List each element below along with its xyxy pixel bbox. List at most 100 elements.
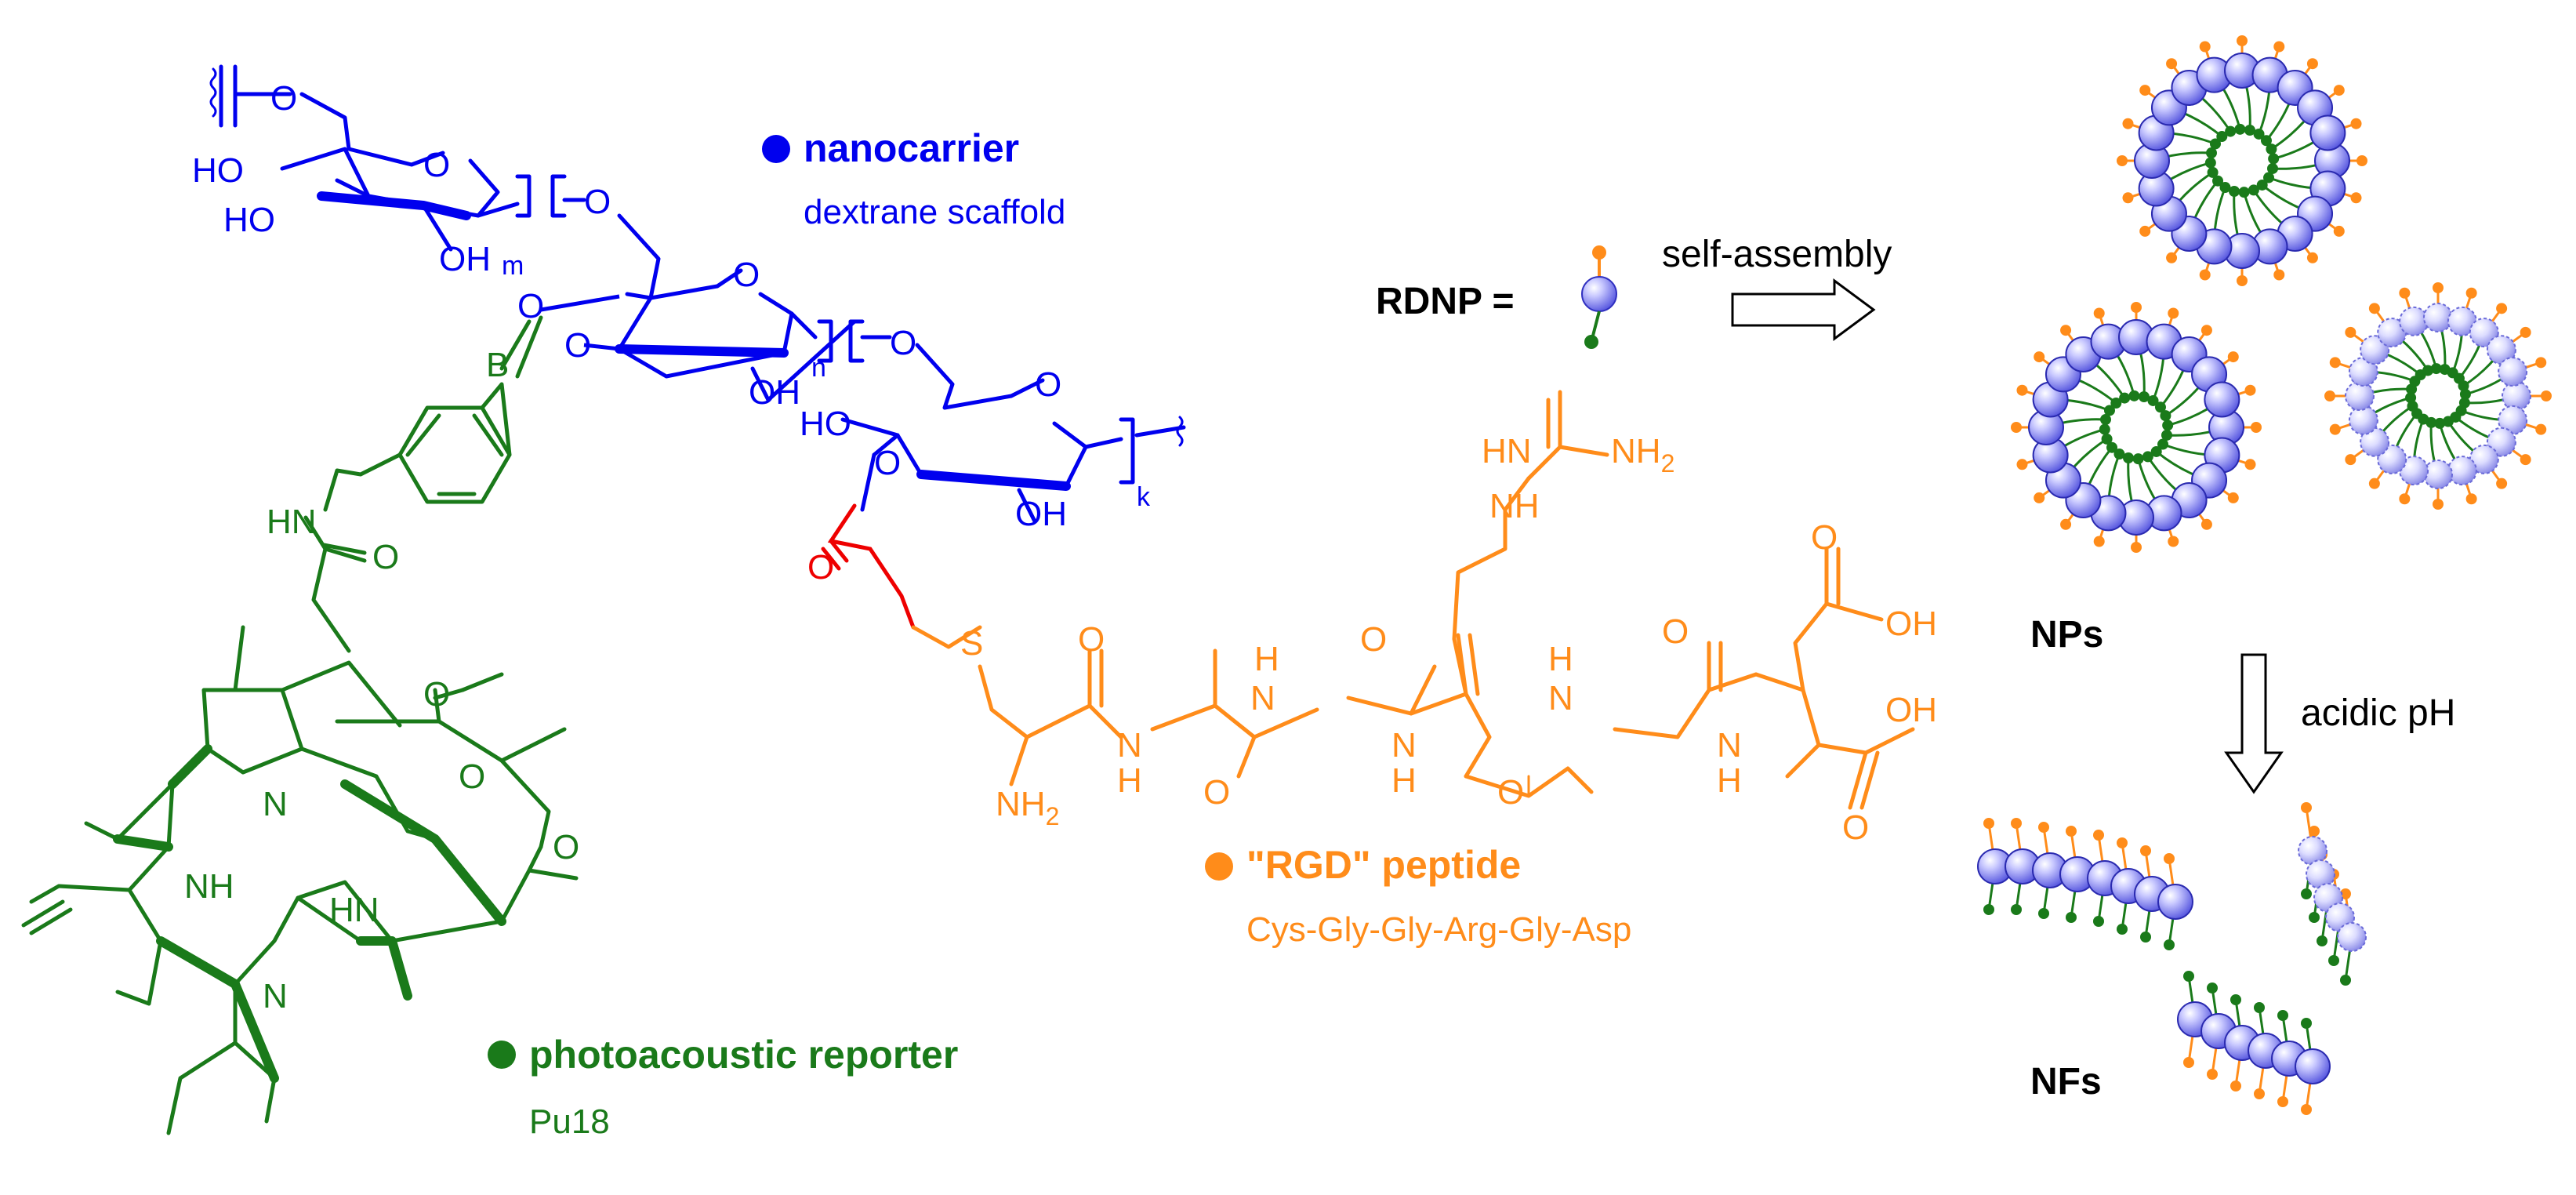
np-orange-head: [2356, 155, 2367, 166]
legend-rgd-title: "RGD" peptide: [1246, 843, 1521, 887]
nf-sphere: [2157, 884, 2193, 920]
legend-nanocarrier: nanocarrier dextrane scaffold: [762, 126, 1065, 231]
np-orange-head: [2199, 269, 2211, 281]
legend-dot-green: [488, 1041, 516, 1069]
np-orange-head: [2251, 422, 2262, 433]
nf-orange-head: [2230, 1081, 2241, 1091]
nf-orange-head: [1983, 818, 1994, 829]
atom-o-label: O: [1035, 365, 1061, 404]
np-orange-head: [2324, 390, 2335, 401]
np-sphere: [2345, 381, 2375, 411]
np-green-head: [2266, 143, 2277, 155]
np-green-head: [2132, 453, 2144, 465]
nf-green-head: [2317, 935, 2327, 946]
atom-o-label: O: [807, 548, 834, 587]
atom-h-label: H: [1717, 761, 1742, 800]
np-green-head: [2162, 420, 2174, 431]
nf-orange-head: [2164, 853, 2175, 864]
nf-orange-head: [2277, 1096, 2288, 1107]
acidic-ph-label: acidic pH: [2301, 692, 2455, 734]
np-orange-head: [2368, 478, 2380, 489]
np-orange-head: [2168, 307, 2179, 319]
atom-oh-label: OH: [749, 373, 800, 412]
np-orange-head: [2199, 41, 2211, 53]
atom-oh-label: OH: [1015, 495, 1067, 533]
np-green-head: [2157, 438, 2169, 450]
np-orange-head: [2333, 225, 2345, 237]
rgd-peptide-structure: [911, 390, 1915, 810]
nfs-label: NFs: [2030, 1061, 2102, 1102]
atom-n-label: N: [1250, 679, 1275, 717]
np-green-head: [2099, 423, 2110, 435]
nf-orange-head: [2093, 830, 2104, 841]
np-green-head: [2244, 125, 2255, 136]
atom-s-label: S: [960, 624, 983, 663]
subscript-k: k: [1137, 482, 1151, 512]
np-orange-head: [2273, 41, 2285, 53]
np-orange-head: [2200, 518, 2212, 530]
np-green-head: [2405, 392, 2417, 404]
nf-orange-head: [2301, 1104, 2312, 1115]
acidic-ph-arrow: [2224, 653, 2284, 794]
nps-label: NPs: [2030, 614, 2103, 656]
atom-o-label: O: [553, 828, 579, 866]
atom-o-label: O: [1497, 773, 1524, 812]
np-orange-head: [2227, 351, 2239, 363]
np-orange-head: [2520, 454, 2531, 466]
nf-orange-head: [2309, 826, 2320, 837]
np-green-head: [2123, 452, 2135, 463]
nf-orange-head: [2207, 1069, 2218, 1080]
rdnp-orange-head: [1592, 245, 1606, 260]
np-orange-head: [2139, 85, 2151, 96]
np-green-head: [2248, 184, 2259, 196]
np-orange-head: [2329, 357, 2341, 369]
np-green-head: [2459, 388, 2471, 400]
nf-green-head: [2183, 971, 2194, 982]
atom-o-label: O: [423, 675, 450, 714]
nanofiber: [2177, 971, 2331, 1115]
nf-orange-head: [2066, 826, 2077, 837]
np-green-head: [2219, 182, 2231, 194]
np-green-head: [2138, 391, 2150, 403]
nf-sphere: [2295, 1048, 2331, 1084]
legend-reporter-subtitle: Pu18: [529, 1102, 610, 1141]
np-orange-head: [2496, 303, 2508, 314]
np-sphere: [2309, 114, 2346, 151]
nf-orange-head: [2183, 1057, 2194, 1068]
np-green-head: [2147, 394, 2159, 406]
np-orange-head: [2541, 390, 2552, 401]
legend-reporter-title: photoacoustic reporter: [529, 1033, 958, 1077]
np-orange-head: [2329, 423, 2341, 435]
np-orange-head: [2306, 252, 2318, 263]
np-green-head: [2458, 380, 2469, 392]
nf-orange-head: [2301, 802, 2312, 813]
np-orange-head: [2034, 351, 2045, 363]
subscript-m: m: [502, 251, 524, 281]
np-orange-head: [2060, 518, 2072, 530]
np-orange-head: [2166, 58, 2178, 70]
ester-labels: O: [807, 548, 834, 587]
nanoparticle: [2117, 35, 2367, 286]
atom-hn-label: HN: [1482, 432, 1532, 470]
np-orange-head: [2399, 287, 2411, 299]
legend-rgd: "RGD" peptide Cys-Gly-Gly-Arg-Gly-Asp: [1205, 843, 1631, 949]
np-green-head: [2260, 135, 2272, 147]
np-green-head: [2225, 125, 2237, 137]
np-orange-head: [2306, 58, 2318, 70]
np-green-head: [2142, 451, 2153, 463]
atom-ho-label: HO: [800, 405, 851, 443]
np-green-head: [2209, 138, 2221, 150]
atom-nh2-label: NH2: [1611, 432, 1674, 478]
nanofibers-group: [1977, 802, 2367, 1115]
atom-h-label: H: [1391, 761, 1417, 800]
np-orange-head: [2345, 454, 2356, 466]
np-orange-head: [2237, 275, 2248, 286]
np-orange-head: [2350, 118, 2362, 129]
atom-o-label: O: [372, 538, 399, 576]
linker-structure: [21, 315, 579, 1135]
np-orange-head: [2227, 492, 2239, 503]
self-assembly-label: self-assembly: [1662, 234, 1892, 275]
np-orange-head: [2016, 384, 2028, 396]
nf-orange-head: [2038, 822, 2049, 833]
